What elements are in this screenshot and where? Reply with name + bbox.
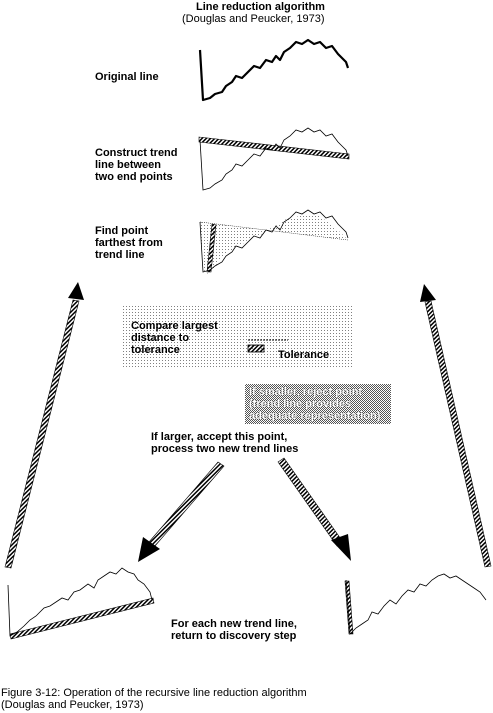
compare-box — [123, 305, 352, 367]
right-up-arrow — [420, 284, 492, 568]
right-down-arrow — [277, 457, 351, 561]
compare-text-3: tolerance — [131, 344, 180, 356]
reject-text-3: adequate representation) — [249, 410, 381, 422]
left-up-arrow — [4, 282, 84, 569]
step-original-label: Original line — [95, 71, 159, 83]
left-down-arrow — [138, 461, 225, 562]
figure-caption-2: (Douglas and Peucker, 1973) — [1, 699, 144, 711]
compare-text-1: Compare largest — [131, 320, 218, 332]
diagram-subtitle: (Douglas and Peucker, 1973) — [182, 13, 325, 25]
farthest-point-graphic — [199, 209, 349, 274]
accept-text-2: process two new trend lines — [151, 443, 299, 455]
step-construct-label-1: Construct trend — [95, 147, 178, 159]
bottom-right-result-graphic — [344, 573, 487, 635]
figure-caption-1: Figure 3-12: Operation of the recursive … — [1, 687, 307, 699]
step-find-label-1: Find point — [95, 225, 149, 237]
return-text-1: For each new trend line, — [171, 618, 297, 630]
step-find-label-2: farthest from — [95, 237, 163, 249]
tolerance-swatch — [247, 344, 265, 353]
diagram-title: Line reduction algorithm — [196, 1, 325, 13]
trend-line-graphic — [198, 127, 350, 191]
tolerance-label: Tolerance — [278, 349, 330, 361]
bottom-left-result-graphic — [7, 567, 155, 640]
step-find-label-3: trend line — [95, 249, 145, 261]
reject-text-1: If smaller, reject point — [249, 386, 363, 398]
accept-text-1: If larger, accept this point, — [151, 431, 288, 443]
compare-text-2: distance to — [131, 332, 190, 344]
original-line-graphic — [198, 38, 350, 102]
reject-box — [245, 384, 391, 424]
return-text-2: return to discovery step — [171, 630, 297, 642]
reject-text-2: (trend line provides — [249, 398, 352, 410]
step-construct-label-2: line between — [95, 159, 162, 171]
step-construct-label-3: two end points — [95, 171, 173, 183]
